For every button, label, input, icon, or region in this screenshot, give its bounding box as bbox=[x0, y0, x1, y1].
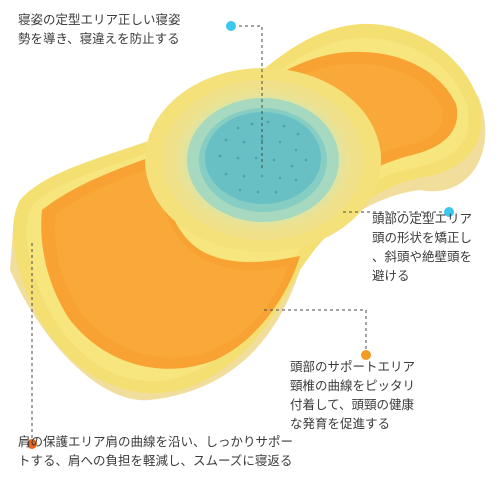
head-marker bbox=[444, 207, 454, 217]
shoulder-marker bbox=[27, 439, 37, 449]
neck-marker bbox=[361, 350, 371, 360]
neck-area-note: 頭部のサポートエリア 頸椎の曲線をピッタリ 付着して、頭頸の健康 な発育を促進す… bbox=[290, 359, 416, 431]
shoulder-area-note: 肩の保護エリア肩の曲線を沿い、しっかりサポー トする、肩への負担を軽減し、スムー… bbox=[18, 434, 294, 468]
head-area-note: 頭部の定型エリア 頭の形状を矯正し 、斜頭や絶壁頭を 避ける bbox=[372, 211, 473, 283]
ventilation-holes bbox=[218, 120, 308, 194]
posture-area-note: 寝姿の定型エリア正しい寝姿 勢を導き、寝違えを防止する bbox=[18, 12, 181, 46]
posture-marker bbox=[226, 21, 236, 31]
head-support-rings bbox=[145, 68, 381, 252]
leader-lines bbox=[31, 25, 448, 444]
